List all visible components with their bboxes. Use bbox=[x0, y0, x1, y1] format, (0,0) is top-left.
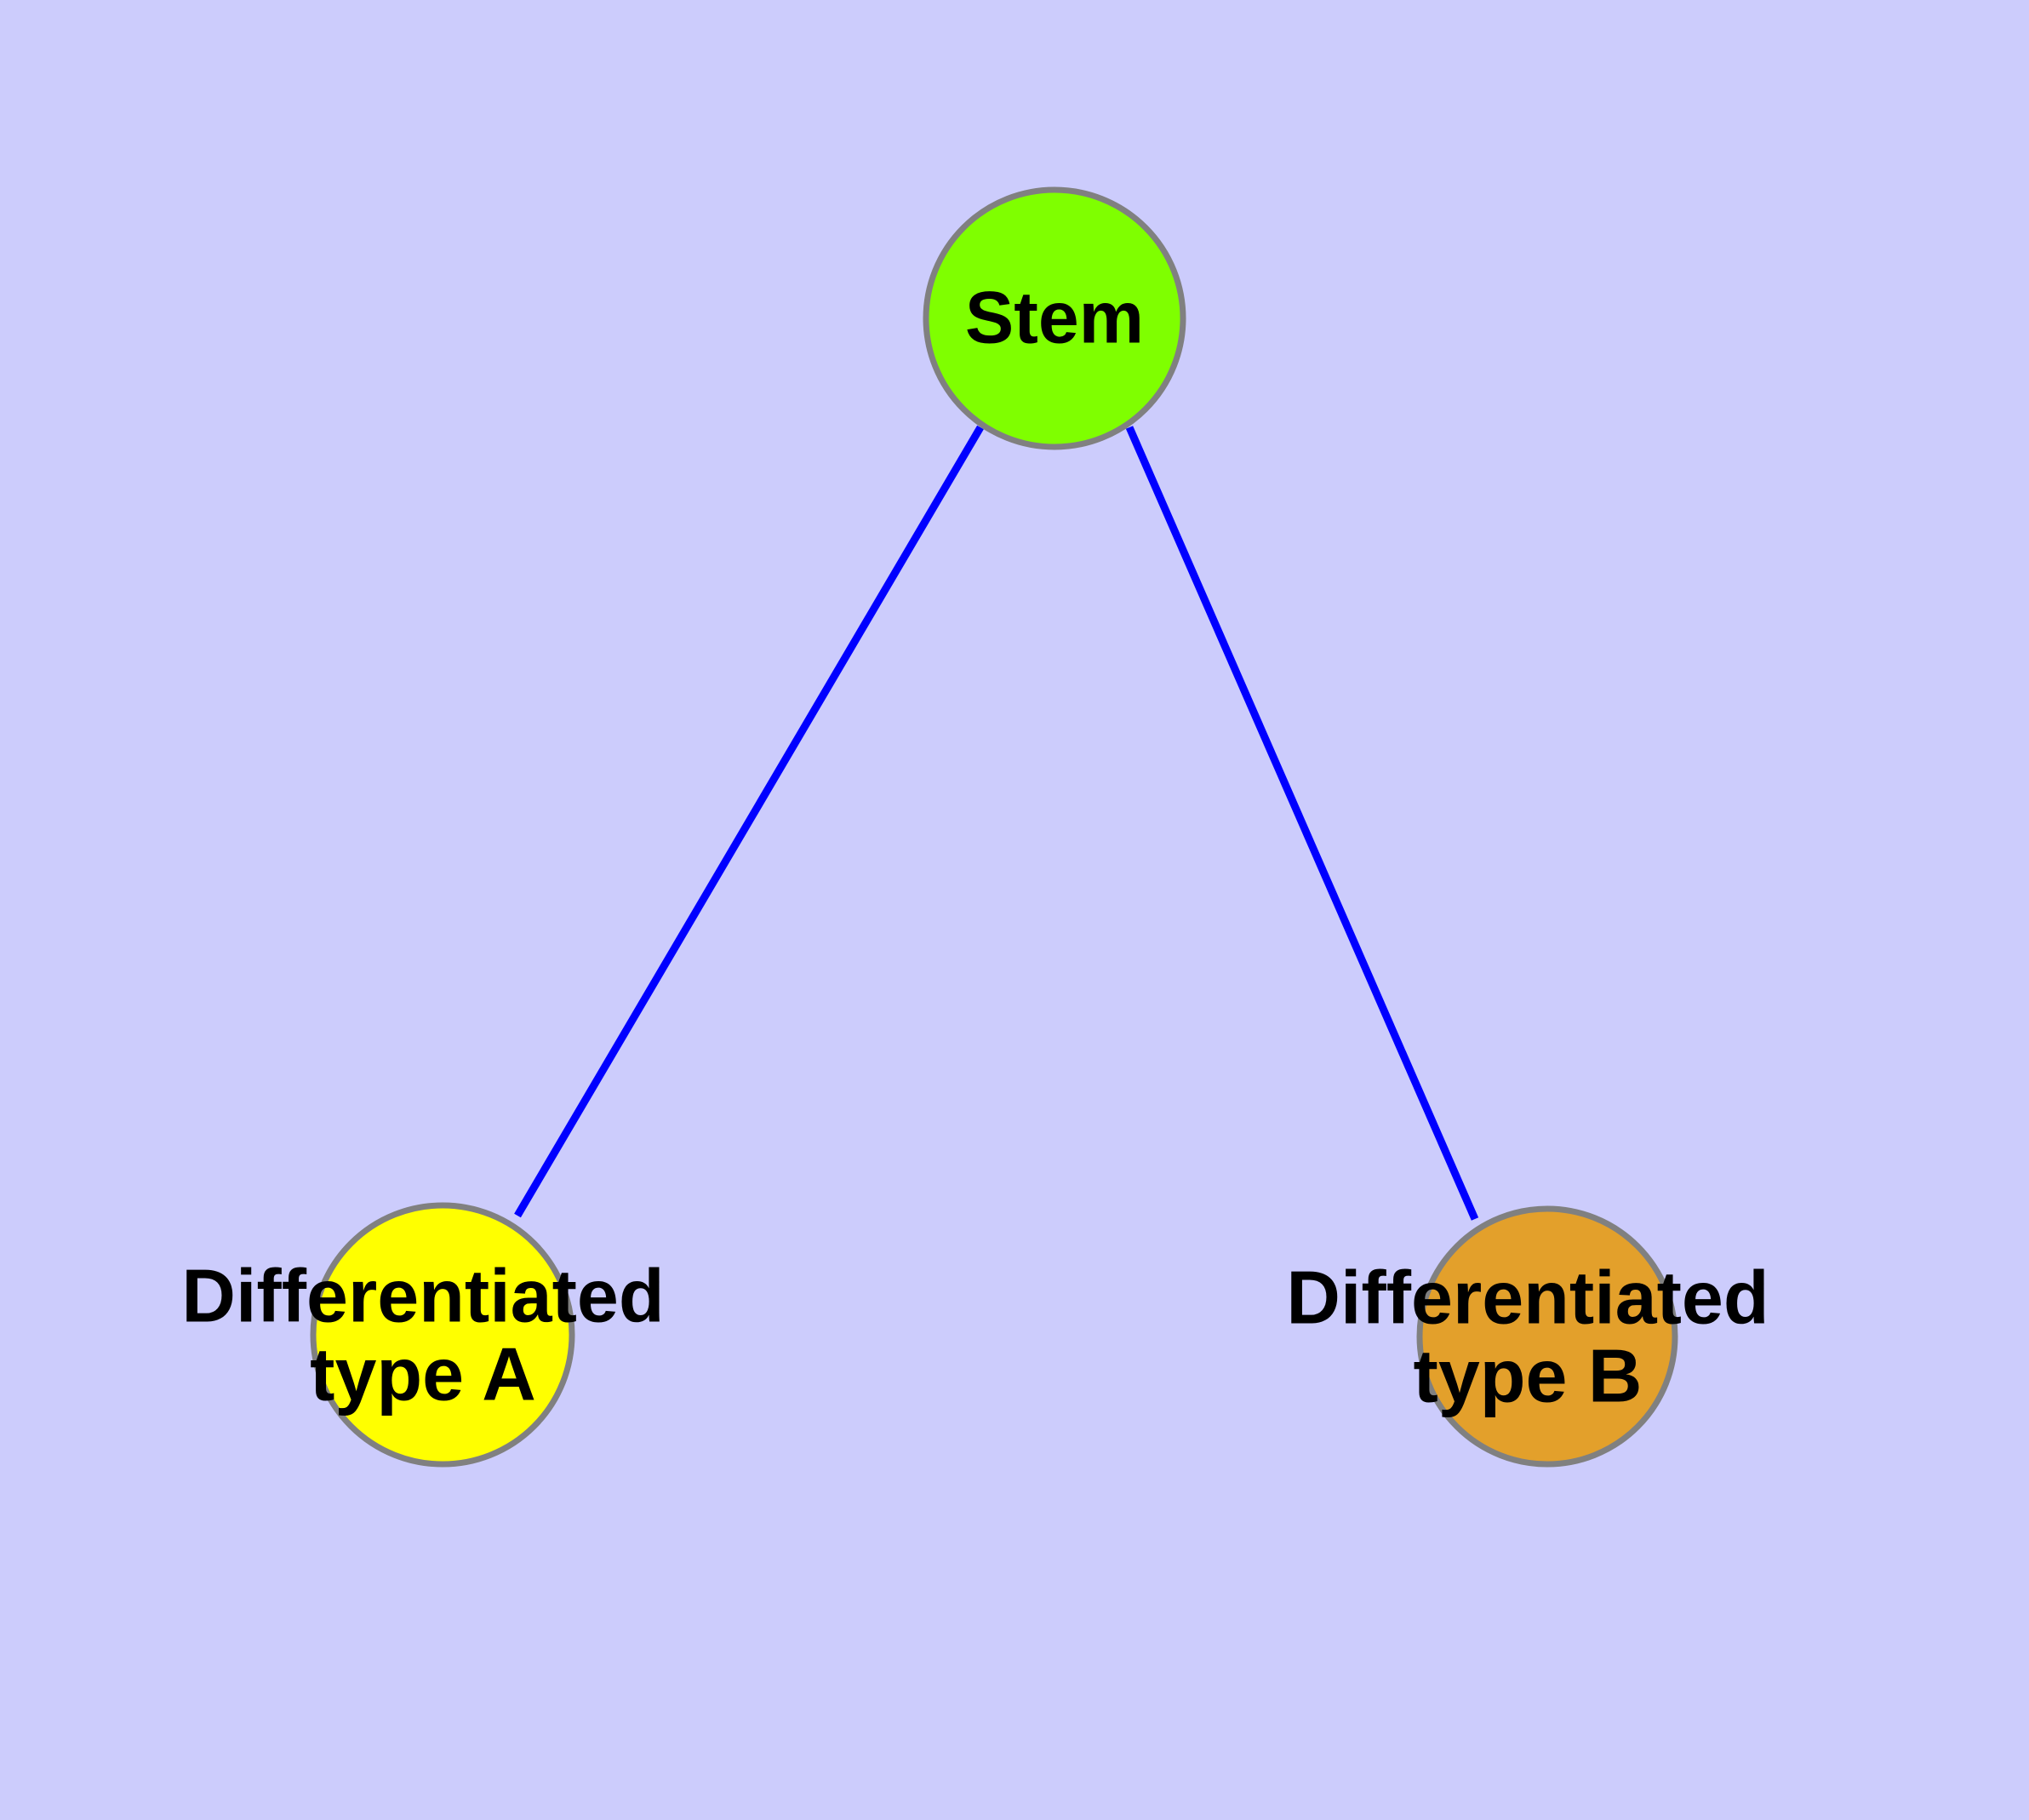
node-stem[interactable] bbox=[923, 186, 1186, 450]
node-layer bbox=[310, 186, 1678, 1468]
node-differentiated-type-a[interactable] bbox=[310, 1202, 575, 1468]
edge-stem-to-differentiated-type-b[interactable] bbox=[1125, 426, 1479, 1221]
edge-layer bbox=[514, 425, 1479, 1221]
edge-stem-to-differentiated-type-a[interactable] bbox=[514, 425, 984, 1218]
node-differentiated-type-b[interactable] bbox=[1416, 1205, 1678, 1468]
